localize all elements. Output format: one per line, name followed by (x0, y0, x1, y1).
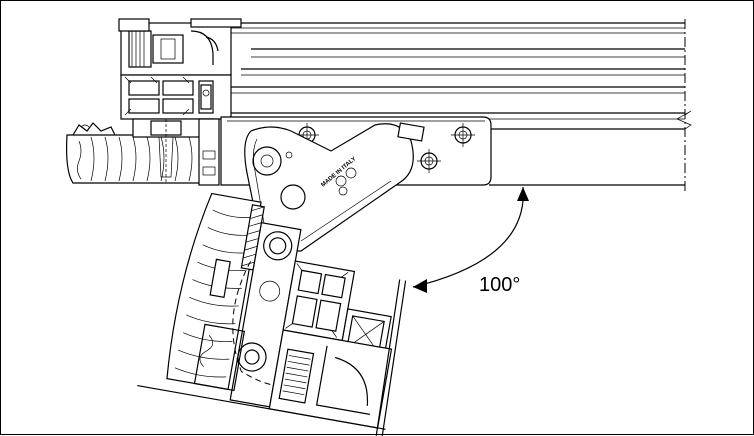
arrowhead-top-icon (517, 187, 529, 201)
opening-angle-dimension: 100° (412, 186, 529, 296)
fixed-frame-profile (118, 18, 692, 191)
opening-angle-label: 100° (479, 274, 520, 296)
open-sash-section (137, 192, 407, 436)
wooden-frame-section (66, 118, 220, 186)
arrowhead-left-icon (413, 279, 427, 293)
hinge-arm: MADE IN ITALY (244, 122, 425, 252)
